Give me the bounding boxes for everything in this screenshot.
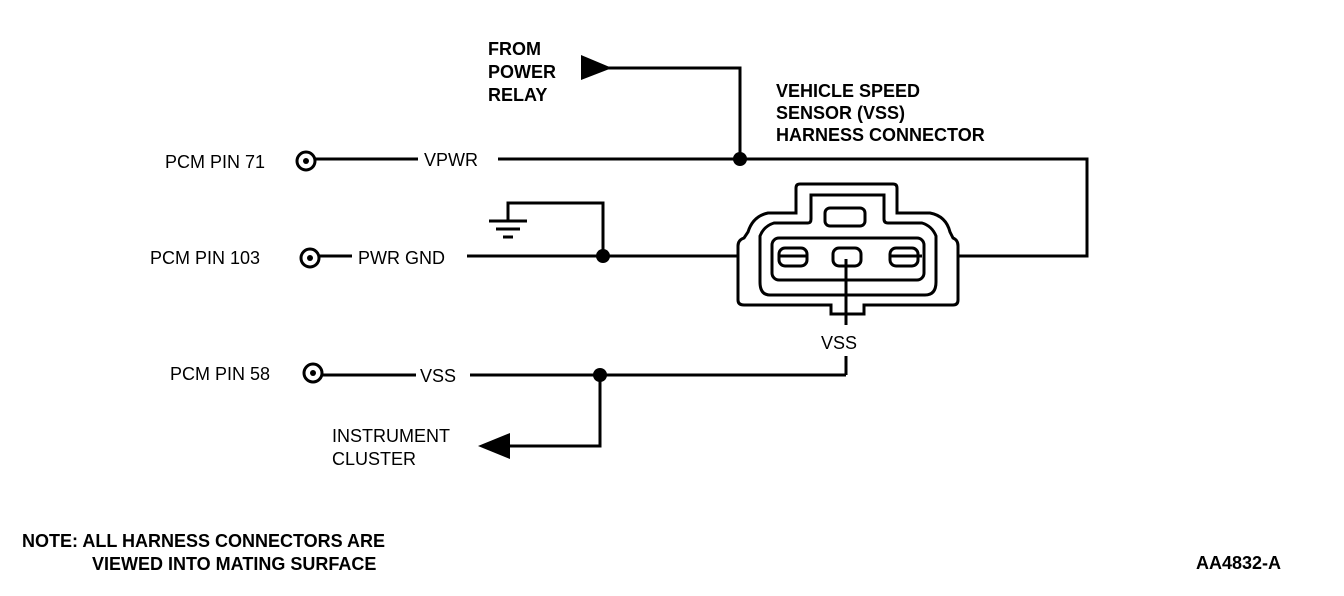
vpwr-splice-icon [733, 152, 747, 166]
terminal-dot [303, 158, 309, 164]
vpwr-wire-right [498, 157, 1089, 258]
ground-icon [489, 219, 527, 239]
instrument-cluster-wire [500, 375, 602, 448]
pwr-gnd-circuit-label: PWR GND [358, 248, 445, 268]
vss-circuit-label: VSS [420, 366, 456, 386]
connector-title-line1: VEHICLE SPEED [776, 81, 920, 101]
vpwr-circuit-label: VPWR [424, 150, 478, 170]
power-source-label-line1: FROM [488, 39, 541, 59]
connector-vss-pin-label: VSS [821, 333, 857, 353]
vss-harness-connector [736, 182, 960, 316]
connector-title-line2: SENSOR (VSS) [776, 103, 905, 123]
destination-label-line2: CLUSTER [332, 449, 416, 469]
pcm-pin-103-label: PCM PIN 103 [150, 248, 260, 268]
power-source-label-line3: RELAY [488, 85, 547, 105]
pcm-pin-58-label: PCM PIN 58 [170, 364, 270, 384]
note-line1: NOTE: ALL HARNESS CONNECTORS ARE [22, 531, 385, 551]
power-source-label-line2: POWER [488, 62, 556, 82]
note-line2: VIEWED INTO MATING SURFACE [92, 554, 376, 574]
ground-wire [506, 201, 605, 256]
connector-key-slot [823, 206, 867, 228]
instrument-cluster-arrow-icon [478, 433, 510, 459]
figure-id: AA4832-A [1196, 553, 1281, 573]
terminal-dot [307, 255, 313, 261]
destination-label-line1: INSTRUMENT [332, 426, 450, 446]
pcm-pin-71-label: PCM PIN 71 [165, 152, 265, 172]
connector-title-line3: HARNESS CONNECTOR [776, 125, 985, 145]
power-relay-arrow-icon [581, 55, 612, 80]
ground-splice-icon [596, 249, 610, 263]
power-relay-wire [606, 66, 742, 158]
terminal-dot [310, 370, 316, 376]
